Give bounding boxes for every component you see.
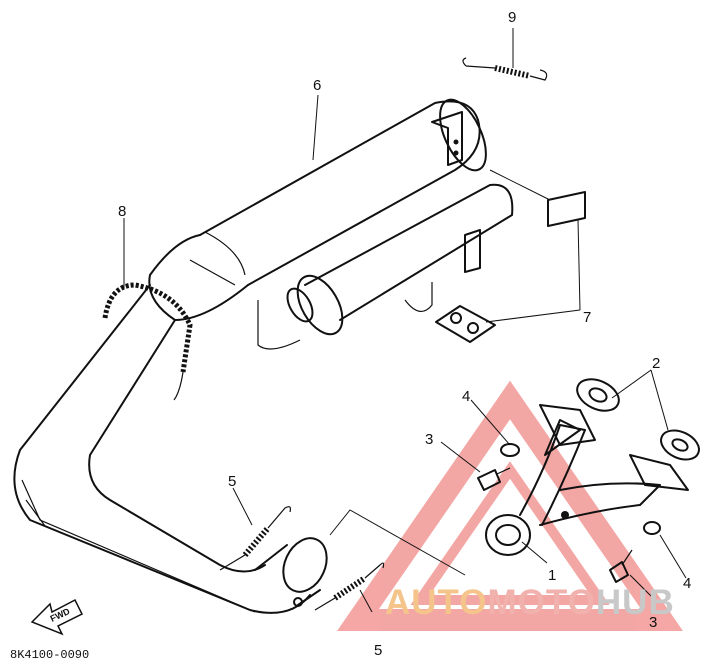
washer-right: [643, 521, 661, 535]
callout-5-left: 5: [228, 473, 236, 490]
callout-1: 1: [548, 567, 556, 584]
gasket-upper: [576, 378, 620, 412]
callout-8: 8: [118, 203, 126, 220]
callout-7: 7: [583, 309, 591, 326]
drawing-code: 8K4100-0090: [10, 648, 89, 662]
bracket-plate: [435, 229, 496, 343]
watermark-part-moto: MOTO: [488, 583, 596, 622]
pipe-end: [254, 537, 328, 607]
callout-3-right: 3: [649, 614, 657, 631]
callout-9: 9: [508, 9, 516, 26]
leader-lines: [123, 28, 687, 613]
y-pipe-manifold: [485, 404, 689, 556]
watermark-part-auto: AUTO: [385, 583, 488, 622]
gasket-lower: [660, 429, 700, 461]
callout-5-right: 5: [374, 642, 382, 659]
muffler-body: [148, 98, 487, 321]
bolt-left: [477, 467, 511, 491]
muffler-bracket: [431, 111, 463, 166]
callout-4-right: 4: [683, 575, 691, 592]
callout-3-left: 3: [425, 431, 433, 448]
bolt-right: [609, 549, 633, 583]
watermark-logo-triangle: [337, 380, 683, 631]
spring-top: [462, 57, 548, 81]
callout-6: 6: [313, 77, 321, 94]
lower-silencer: [257, 183, 514, 350]
callout-4-left: 4: [462, 388, 470, 405]
spring-right: [314, 562, 385, 611]
heat-wrap-coil: [102, 282, 193, 401]
watermark-part-hub: HUB: [596, 583, 675, 622]
damper-pad: [547, 191, 586, 227]
svg-text:AUTOMOTOHUB: AUTOMOTOHUB: [385, 583, 675, 622]
forward-arrow-icon: FWD: [30, 598, 84, 636]
exhaust-pipe: [13, 284, 311, 614]
watermark-logo-text: AUTOMOTOHUB: [385, 583, 675, 622]
spring-left: [219, 506, 292, 571]
callout-labels: 1 2 3 3 4 4 5 5 6 7 8 9: [118, 9, 691, 659]
washer-left: [500, 443, 520, 457]
callout-2: 2: [652, 355, 660, 372]
